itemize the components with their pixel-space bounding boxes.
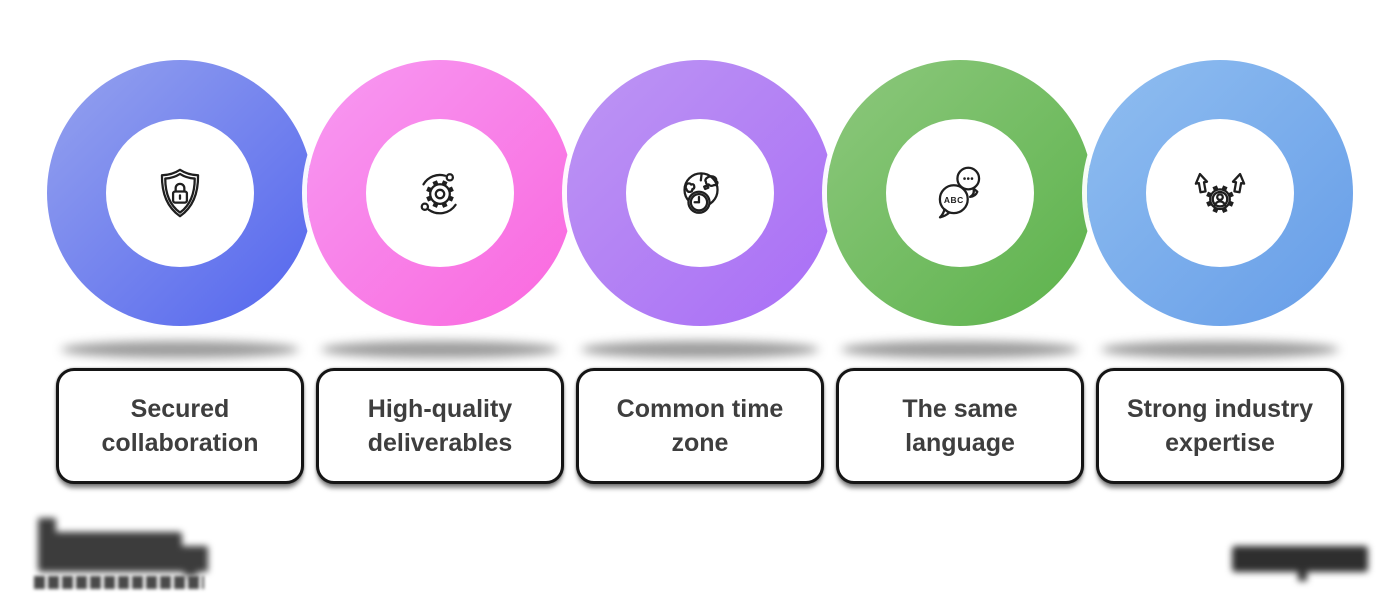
ring-inner-circle: [626, 119, 774, 267]
watermark-shape: [1298, 570, 1307, 581]
colored-ring: [567, 60, 833, 326]
ring-inner-circle: ABC: [886, 119, 1034, 267]
colored-ring: [1087, 60, 1353, 326]
benefit-item-common-time-zone: Common time zone: [567, 60, 833, 484]
label-line: language: [905, 429, 1015, 457]
shield-lock-icon: [160, 168, 200, 218]
label-line: High-quality: [367, 395, 513, 423]
gear-orbit-icon: [420, 173, 457, 215]
label-card: Strong industry expertise: [1096, 368, 1344, 484]
label-card: High-quality deliverables: [316, 368, 564, 484]
label-line: zone: [671, 429, 729, 457]
label-card: Secured collaboration: [56, 368, 304, 484]
benefit-item-the-same-language: ABC The same language: [827, 60, 1093, 484]
person-gear-arrows-icon: [1194, 172, 1246, 214]
benefit-item-secured-collaboration: Secured collaboration: [47, 60, 313, 484]
watermark-blurred: [1232, 546, 1368, 581]
label-line: Strong industry: [1126, 395, 1314, 423]
label-line: The same: [902, 395, 1018, 423]
benefit-item-high-quality-deliverables: High-quality deliverables: [307, 60, 573, 484]
ring-inner-circle: [106, 119, 254, 267]
label-card: Common time zone: [576, 368, 824, 484]
logo-shape: [184, 560, 197, 576]
label-line: Secured: [130, 395, 230, 423]
globe-clock-icon: [683, 172, 719, 214]
watermark-shape: [1232, 546, 1368, 572]
abc-bubble-text: ABC: [944, 195, 964, 205]
label-line: deliverables: [367, 429, 513, 457]
benefit-item-strong-industry-expertise: Strong industry expertise: [1087, 60, 1353, 484]
ring-inner-circle: [1146, 119, 1294, 267]
logo-shape: [38, 532, 182, 572]
label-line: expertise: [1165, 429, 1275, 457]
colored-ring: ABC: [827, 60, 1093, 326]
label-card: The same language: [836, 368, 1084, 484]
benefit-items-row: Secured collaboration: [0, 60, 1400, 484]
company-logo-blurred: [34, 518, 208, 576]
logo-tagline-blurred: [34, 576, 204, 589]
colored-ring: [47, 60, 313, 326]
label-line: collaboration: [101, 429, 259, 457]
speech-bubbles-icon: ABC: [938, 166, 981, 219]
ring-inner-circle: [366, 119, 514, 267]
colored-ring: [307, 60, 573, 326]
label-line: Common time: [616, 395, 784, 423]
